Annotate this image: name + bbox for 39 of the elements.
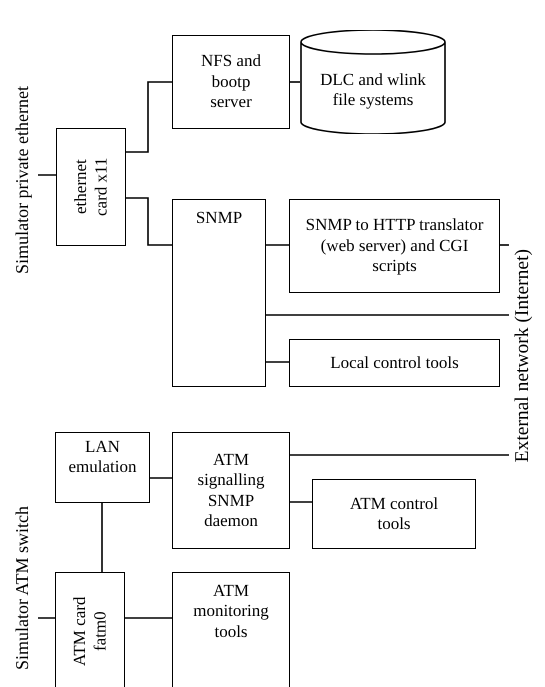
box-label: ATM monitoring tools [192,581,270,642]
connector-line [150,477,172,479]
box-label: NFS and bootp server [200,51,262,113]
network-label: Simulator ATM switch [12,506,34,670]
connector-line [500,244,509,246]
process-box [312,479,476,549]
connector-line [126,81,172,153]
connector-line [266,244,289,246]
box-label: ATM signalling SNMP daemon [196,450,266,532]
box-label: DLC and wlink file systems [319,70,427,110]
network-label: Simulator private ethernet [12,86,34,274]
connector-line [125,617,172,619]
process-box [55,432,150,503]
connector-line [290,81,300,83]
process-box [172,35,290,129]
box-label: ATM card fatm0 [70,595,110,668]
box-label: Local control tools [330,352,459,374]
network-label: External network (Internet) [511,249,534,463]
connector-line [101,503,103,572]
connector-line [266,361,289,363]
card-box [55,572,125,687]
process-box [172,432,290,549]
storage-cylinder [300,30,446,134]
box-label: LAN emulation [68,437,138,478]
connector-line [266,314,509,316]
connector-line [38,617,55,619]
process-box [289,339,500,387]
process-box [289,199,500,293]
connector-line [290,501,312,503]
connector-line [126,197,172,246]
connector-line [290,454,509,456]
process-box [172,199,266,387]
process-box [172,572,290,687]
connector-line [38,174,56,176]
box-label: SNMP [196,208,242,228]
box-label: SNMP to HTTP translator (web server) and CGI scripts [304,215,484,277]
card-box [56,128,126,246]
box-label: ATM control tools [348,494,440,534]
box-label: ethernet card x11 [70,156,111,218]
